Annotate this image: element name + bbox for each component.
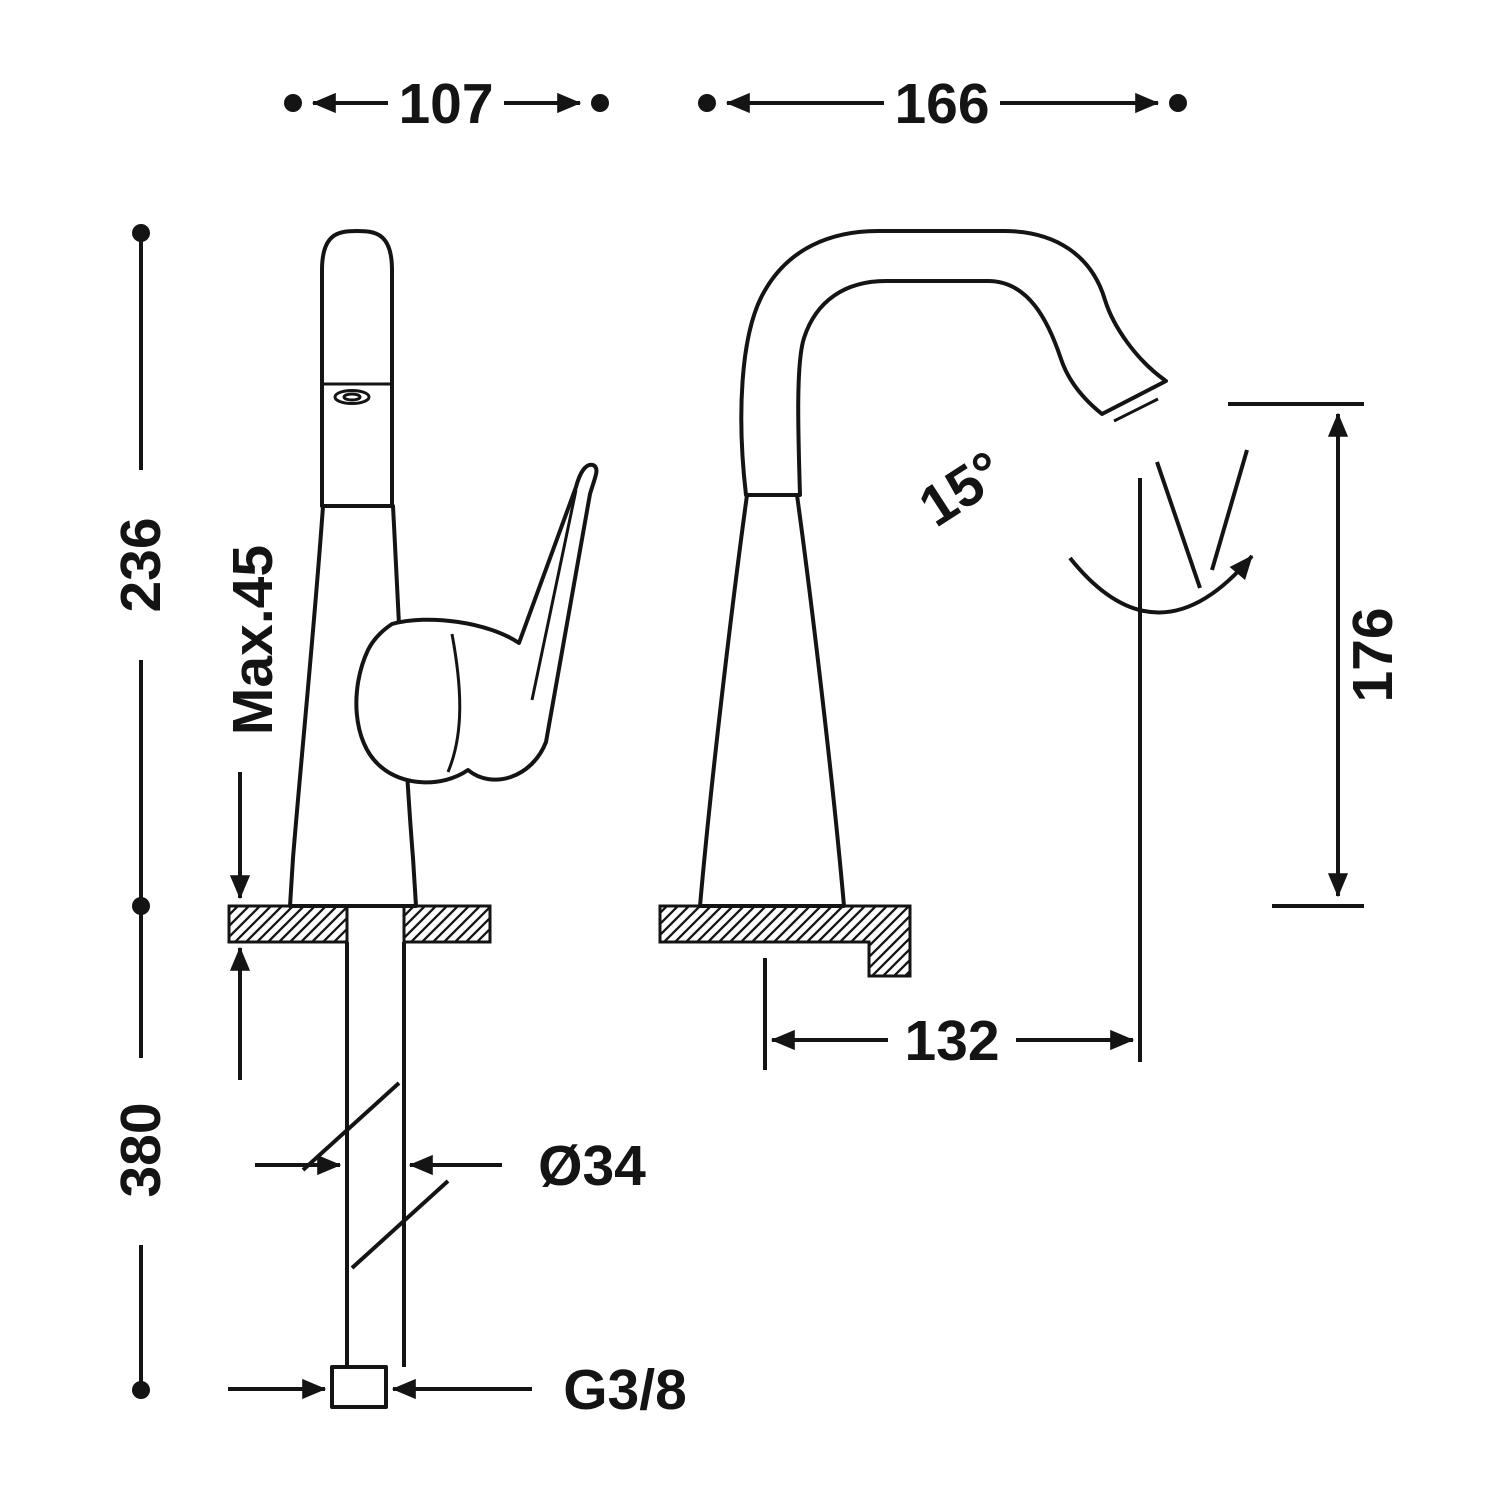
dim-side-width: 166	[698, 72, 1187, 136]
side-width-label: 166	[894, 72, 989, 136]
aerator-outlet	[333, 389, 371, 405]
dim-shank-diameter: Ø34	[255, 1134, 646, 1198]
faucet-side-view	[698, 229, 1168, 908]
deck-front-view	[227, 904, 492, 944]
faucet-front-view	[288, 229, 599, 908]
aerator-outlet-inner	[342, 392, 362, 402]
dim-front-width: 107	[284, 72, 609, 136]
dim-connection-thread: G3/8	[228, 1358, 687, 1422]
spout-tip-line	[1113, 397, 1159, 423]
faucet-body-side	[698, 493, 846, 908]
faucet-lever-handle	[354, 462, 599, 785]
break-mark-lower	[350, 1179, 450, 1270]
outlet-height-label: 176	[1341, 607, 1405, 702]
supply-shank	[301, 942, 450, 1409]
dim-max-thickness: Max.45	[221, 545, 285, 1080]
deck-front-left-section	[227, 904, 349, 944]
dim-end-dot	[132, 1381, 150, 1399]
dim-end-dot	[132, 224, 150, 242]
dim-end-dot	[1169, 94, 1187, 112]
handle-knuckle-line	[446, 633, 462, 773]
dim-end-dot	[132, 897, 150, 915]
max-thickness-label: Max.45	[221, 545, 285, 735]
dim-end-dot	[284, 94, 302, 112]
dim-outlet-height: 176	[1228, 402, 1405, 908]
shank-diameter-label: Ø34	[538, 1134, 646, 1198]
dim-end-dot	[591, 94, 609, 112]
faucet-head-front	[320, 229, 394, 508]
below-counter-length-label: 380	[109, 1102, 173, 1197]
front-width-label: 107	[398, 72, 493, 136]
thread-size-label: G3/8	[563, 1358, 687, 1422]
dim-end-dot	[698, 94, 716, 112]
spout-reach-label: 132	[904, 1009, 999, 1073]
rotated-spout-line-1	[1155, 461, 1202, 589]
break-mark-upper	[301, 1081, 401, 1172]
swivel-angle-label: 15°	[908, 439, 1015, 540]
deck-side-view	[658, 904, 912, 978]
dim-spout-reach: 132	[763, 958, 1135, 1073]
faucet-body-front	[288, 504, 418, 908]
total-height-label: 236	[109, 517, 173, 612]
rotated-spout-line-2	[1210, 449, 1249, 571]
faucet-spout	[739, 229, 1168, 497]
swivel-annotation: 15°	[908, 439, 1254, 1062]
deck-side-section	[658, 904, 912, 978]
deck-front-right-section	[402, 904, 492, 944]
swivel-arc-arrow	[1068, 554, 1254, 615]
dim-left-vertical-chain: 236 380	[109, 224, 173, 1399]
g38-connector	[330, 1365, 388, 1409]
handle-fold-line	[530, 489, 578, 701]
